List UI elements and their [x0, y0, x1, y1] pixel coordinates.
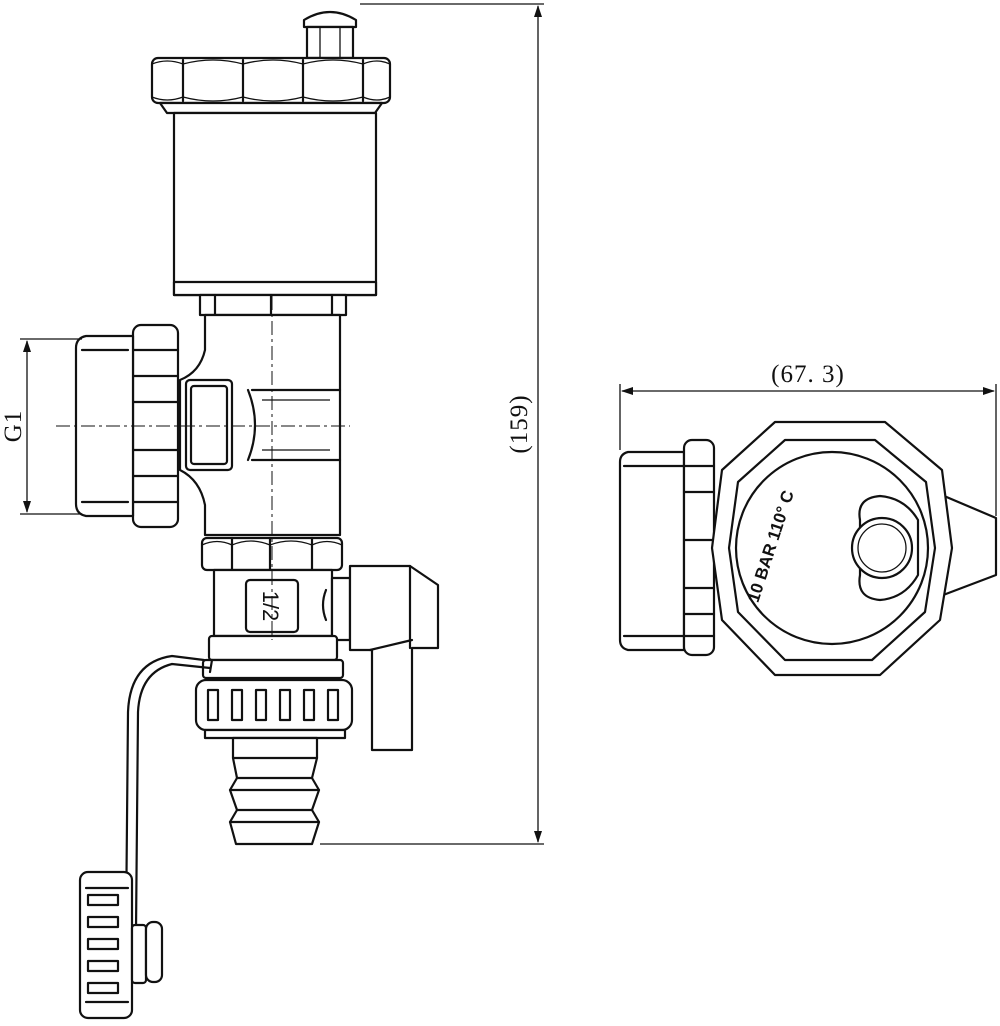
tee-body: [178, 313, 342, 537]
hose-union-nut: [194, 678, 354, 740]
valve-size-marking: 1/2: [258, 591, 283, 622]
overall-width-label: (67. 3): [771, 361, 845, 388]
drain-valve-body: [201, 564, 440, 752]
front-view: [56, 10, 440, 1020]
vent-body: [172, 111, 378, 297]
vent-hex-cap: [150, 56, 392, 115]
width-dimension: (67. 3): [619, 361, 997, 516]
cap-strap: [124, 654, 214, 932]
dust-cap: [78, 870, 164, 1020]
height-dimension: (159): [320, 3, 544, 845]
nipple-hex: [198, 293, 348, 317]
thread-size-label: G1: [0, 410, 27, 443]
overall-height-label: (159): [506, 394, 533, 453]
hose-barb: [228, 736, 321, 846]
left-union: [74, 323, 180, 529]
air-vent-cap: [302, 10, 358, 60]
thread-dimension: G1: [0, 338, 82, 515]
side-view: [618, 420, 998, 677]
